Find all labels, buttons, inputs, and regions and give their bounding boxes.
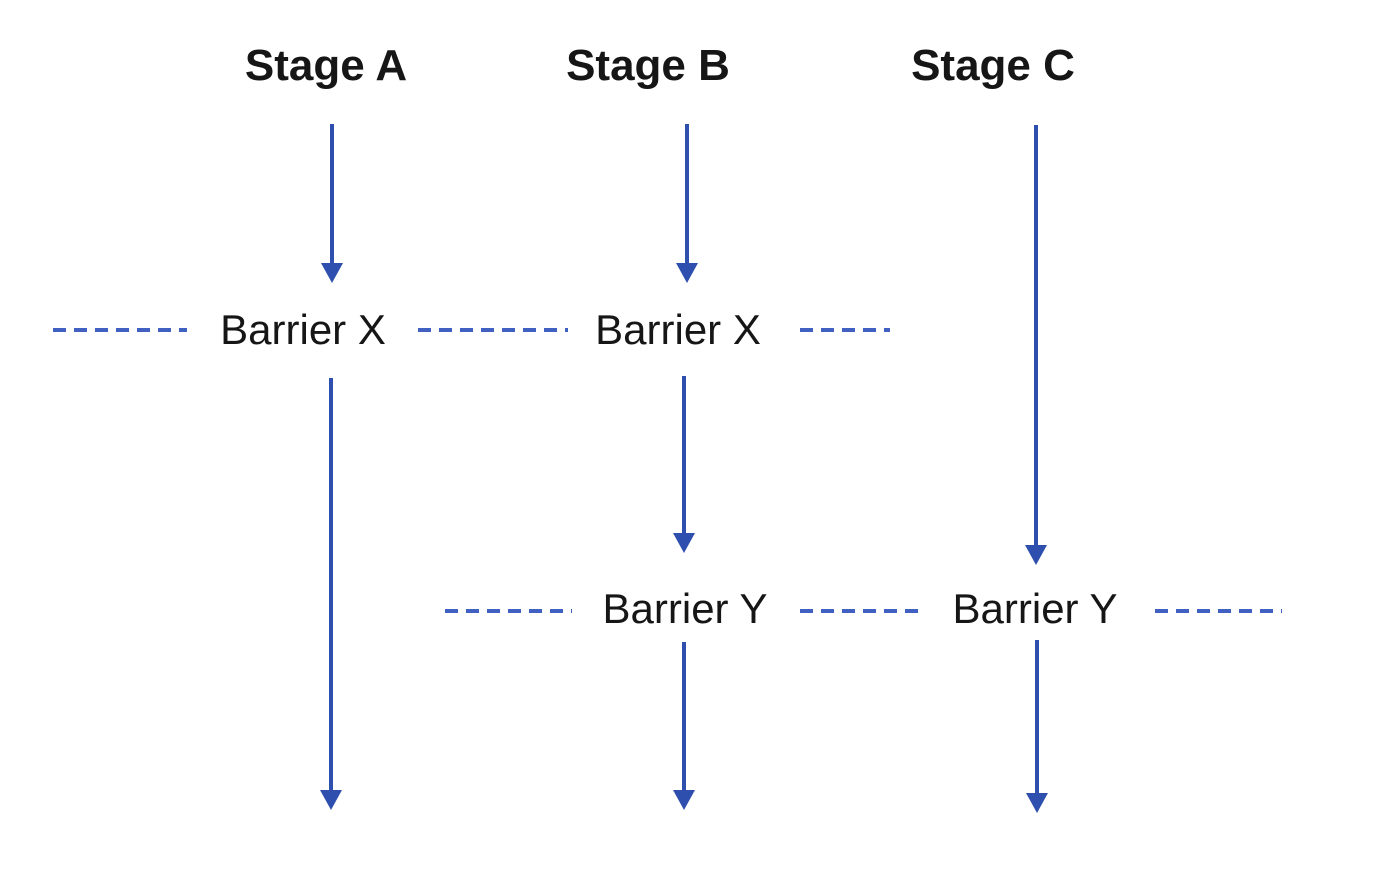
arrow-shaft bbox=[682, 376, 686, 535]
stage-b-arrow-segment-2 bbox=[673, 376, 695, 553]
arrow-shaft bbox=[682, 642, 686, 792]
stage-c-arrow-segment-1 bbox=[1025, 125, 1047, 565]
barrier-x-dash-right bbox=[800, 328, 890, 332]
barrier-x-dash-middle bbox=[418, 328, 568, 332]
barrier-y-dash-right bbox=[1155, 609, 1282, 613]
stage-b-arrow-segment-3 bbox=[673, 642, 695, 810]
stage-a-arrow-segment-2 bbox=[320, 378, 342, 810]
arrow-shaft bbox=[330, 124, 334, 265]
arrow-head-icon bbox=[321, 263, 343, 283]
barrier-x-dash-left bbox=[53, 328, 187, 332]
barrier-y-label-stage-b: Barrier Y bbox=[602, 585, 768, 632]
stage-c-label: Stage C bbox=[911, 41, 1075, 90]
arrow-shaft bbox=[685, 124, 689, 265]
stage-b-label: Stage B bbox=[566, 41, 730, 90]
barrier-x-label-stage-a: Barrier X bbox=[220, 306, 386, 353]
arrow-head-icon bbox=[673, 533, 695, 553]
stage-c-arrow-segment-2 bbox=[1026, 640, 1048, 813]
arrow-shaft bbox=[1035, 640, 1039, 795]
stage-b-arrow-segment-1 bbox=[676, 124, 698, 283]
arrow-head-icon bbox=[320, 790, 342, 810]
barrier-y-dash-middle bbox=[800, 609, 920, 613]
barrier-y-label-stage-c: Barrier Y bbox=[952, 585, 1118, 632]
arrow-head-icon bbox=[1026, 793, 1048, 813]
arrow-shaft bbox=[1034, 125, 1038, 547]
barrier-y-dash-left bbox=[445, 609, 572, 613]
arrow-shaft bbox=[329, 378, 333, 792]
arrow-head-icon bbox=[1025, 545, 1047, 565]
arrow-head-icon bbox=[676, 263, 698, 283]
barrier-x-label-stage-b: Barrier X bbox=[595, 306, 761, 353]
stage-a-label: Stage A bbox=[244, 41, 408, 90]
stage-a-arrow-segment-1 bbox=[321, 124, 343, 283]
arrow-head-icon bbox=[673, 790, 695, 810]
